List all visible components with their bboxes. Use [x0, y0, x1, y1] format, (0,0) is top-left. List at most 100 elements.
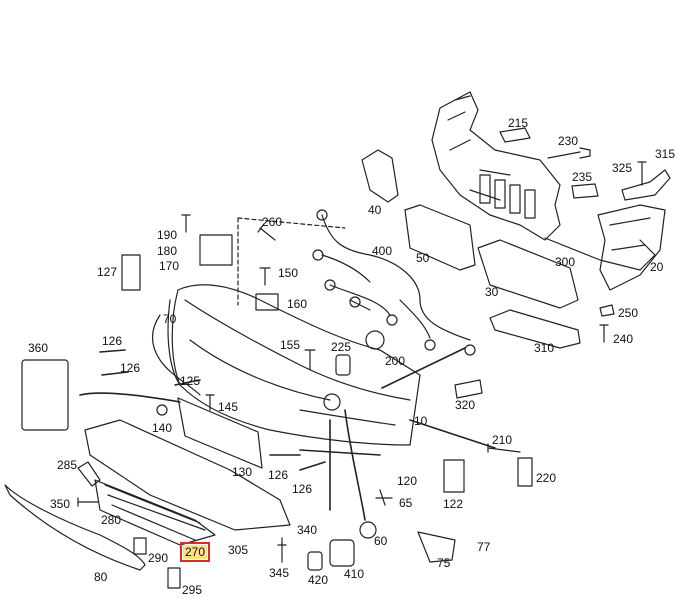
callout-10[interactable]: 10 [414, 414, 428, 428]
grille-280-drawing [94, 479, 216, 546]
part-160-drawing [255, 293, 279, 311]
callout-65[interactable]: 65 [399, 496, 413, 510]
part-220-drawing [517, 457, 533, 487]
callout-215[interactable]: 215 [508, 116, 529, 130]
callout-140[interactable]: 140 [152, 421, 173, 435]
clip-215-drawing [499, 127, 531, 143]
callout-130[interactable]: 130 [232, 465, 253, 479]
strip-70-drawing [151, 314, 201, 396]
callout-300[interactable]: 300 [555, 255, 576, 269]
callout-40[interactable]: 40 [368, 203, 382, 217]
callout-30[interactable]: 30 [485, 285, 499, 299]
trim-285-drawing [77, 461, 101, 487]
bracket-310-drawing [489, 309, 581, 349]
screw-350-drawing [77, 497, 99, 507]
callout-20[interactable]: 20 [650, 260, 664, 274]
callout-77[interactable]: 77 [477, 540, 491, 554]
pin-230-drawing [547, 147, 591, 159]
clip-250-drawing [599, 304, 615, 317]
bracket-40-drawing [361, 149, 399, 203]
callout-270-highlighted[interactable]: 270 [179, 542, 211, 562]
callout-340[interactable]: 340 [297, 523, 318, 537]
callout-122[interactable]: 122 [443, 497, 464, 511]
callout-70[interactable]: 70 [163, 312, 177, 326]
callout-120[interactable]: 120 [397, 474, 418, 488]
callout-305[interactable]: 305 [228, 543, 249, 557]
callout-280[interactable]: 280 [101, 513, 122, 527]
callout-420[interactable]: 420 [308, 573, 329, 587]
trim-80-drawing [4, 484, 146, 571]
callout-315[interactable]: 315 [655, 147, 676, 161]
callout-400[interactable]: 400 [372, 244, 393, 258]
sensor-200-drawing [365, 330, 385, 350]
part-150-drawing [259, 267, 271, 286]
impact-absorber-drawing [431, 91, 656, 271]
callout-180[interactable]: 180 [157, 244, 178, 258]
part-295-drawing [167, 567, 181, 589]
callout-295[interactable]: 295 [182, 583, 203, 597]
clip-235-drawing [571, 183, 599, 199]
callout-126-right[interactable]: 126 [268, 468, 289, 482]
callout-210[interactable]: 210 [492, 433, 513, 447]
leader-arrows [79, 347, 496, 521]
part-225-drawing [335, 354, 351, 376]
callout-350[interactable]: 350 [50, 497, 71, 511]
part-65-drawing [375, 489, 393, 506]
callout-170[interactable]: 170 [159, 259, 180, 273]
callout-220[interactable]: 220 [536, 471, 557, 485]
part-140-drawing [156, 404, 168, 416]
callout-50[interactable]: 50 [416, 251, 430, 265]
callout-325[interactable]: 325 [612, 161, 633, 175]
part-145-drawing [205, 394, 215, 411]
part-60-drawing [359, 521, 377, 539]
screw-240-drawing [599, 324, 609, 343]
part-320-drawing [454, 379, 483, 399]
callout-310[interactable]: 310 [534, 341, 555, 355]
callout-260[interactable]: 260 [262, 215, 283, 229]
part-290-drawing [133, 537, 147, 555]
callout-285[interactable]: 285 [57, 458, 78, 472]
callout-145[interactable]: 145 [218, 400, 239, 414]
callout-320[interactable]: 320 [455, 398, 476, 412]
callout-200[interactable]: 200 [385, 354, 406, 368]
foam-50-drawing [404, 204, 476, 271]
callout-345[interactable]: 345 [269, 566, 290, 580]
callout-125[interactable]: 125 [180, 374, 201, 388]
bumper-cover-drawing [167, 284, 421, 446]
callout-250[interactable]: 250 [618, 306, 639, 320]
callout-60[interactable]: 60 [374, 534, 388, 548]
callout-150[interactable]: 150 [278, 266, 299, 280]
callout-225[interactable]: 225 [331, 340, 352, 354]
callout-190[interactable]: 190 [157, 228, 178, 242]
callout-155[interactable]: 155 [280, 338, 301, 352]
callout-80[interactable]: 80 [94, 570, 108, 584]
bracket-315-drawing [621, 169, 671, 201]
part-155-drawing [304, 349, 316, 371]
screw-260-drawing [257, 223, 276, 241]
callout-126-upper[interactable]: 126 [102, 334, 123, 348]
callout-360[interactable]: 360 [28, 341, 49, 355]
dashed-frame [237, 217, 346, 306]
callout-160[interactable]: 160 [287, 297, 308, 311]
callout-75[interactable]: 75 [437, 556, 451, 570]
foglamp-410-drawing [329, 539, 355, 567]
bracket-180-drawing [199, 234, 233, 266]
callout-127[interactable]: 127 [97, 265, 118, 279]
callout-126-mid[interactable]: 126 [120, 361, 141, 375]
callout-230[interactable]: 230 [558, 134, 579, 148]
callout-410[interactable]: 410 [344, 567, 365, 581]
bracket-30-drawing [477, 239, 579, 309]
callout-290[interactable]: 290 [148, 551, 169, 565]
callout-126-lower[interactable]: 126 [292, 482, 313, 496]
spoiler-340-drawing [84, 419, 291, 531]
callout-240[interactable]: 240 [613, 332, 634, 346]
screw-190-drawing [181, 214, 191, 233]
kit-360-drawing [21, 359, 69, 431]
wiring-harness-drawing [312, 209, 476, 356]
callout-235[interactable]: 235 [572, 170, 593, 184]
part-420-drawing [307, 551, 323, 571]
part-75-drawing [417, 531, 456, 563]
screw-325-drawing [637, 161, 647, 186]
